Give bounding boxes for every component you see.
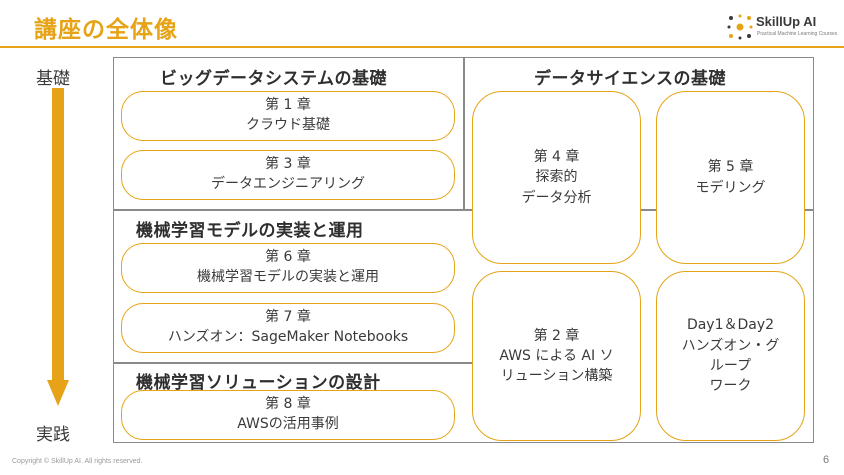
- chapter-2-title-line2: リューション構築: [500, 368, 613, 385]
- chapter-1-title: クラウド基礎: [246, 117, 330, 133]
- chapter-1-number: 第 1 章: [265, 97, 311, 114]
- copyright-text: Copyright © SkillUp AI. All rights reser…: [12, 458, 143, 465]
- chapter-8-card[interactable]: 第 8 章 AWSの活用事例: [121, 390, 455, 440]
- handson-line2: ハンズオン・グ: [681, 337, 780, 354]
- practice-label: 実践: [36, 425, 70, 445]
- chapter-4-title-line1: 探索的: [535, 169, 578, 186]
- handson-line1: Day1＆Day2: [686, 317, 775, 334]
- logo-subtitle: Practical Machine Learning Courses: [757, 31, 838, 37]
- chapter-3-number: 第 3 章: [265, 156, 311, 173]
- chapter-3-title: データエンジニアリング: [211, 176, 365, 192]
- logo-text: SkillUp AI: [756, 14, 817, 29]
- basics-label: 基礎: [36, 69, 70, 89]
- chapter-5-card[interactable]: 第 5 章 モデリング: [656, 91, 805, 264]
- chapter-4-number: 第 4 章: [533, 149, 580, 166]
- chapter-7-card[interactable]: 第 7 章 ハンズオン：SageMaker Notebooks: [121, 303, 455, 353]
- chapter-2-number: 第 2 章: [533, 327, 580, 344]
- page-number: 6: [823, 454, 830, 466]
- section-ml-design-title: 機械学習ソリューションの設計: [136, 373, 381, 393]
- chapter-6-title: 機械学習モデルの実装と運用: [197, 269, 379, 285]
- divider-vertical: [463, 57, 465, 210]
- title-underline: [0, 46, 844, 48]
- chapter-3-card[interactable]: 第 3 章 データエンジニアリング: [121, 150, 455, 200]
- chapter-7-title: ハンズオン：SageMaker Notebooks: [167, 329, 409, 345]
- section-bigdata-title: ビッグデータシステムの基礎: [160, 69, 387, 89]
- section-ml-impl-title: 機械学習モデルの実装と運用: [136, 221, 364, 241]
- chapter-1-card[interactable]: 第 1 章 クラウド基礎: [121, 91, 455, 141]
- logo-dots-icon: [727, 14, 753, 40]
- chapter-7-number: 第 7 章: [265, 309, 311, 326]
- chapter-5-number: 第 5 章: [707, 159, 754, 176]
- chapter-2-card[interactable]: 第 2 章 AWS による AI ソ リューション構築: [472, 271, 641, 441]
- page-title: 講座の全体像: [34, 17, 178, 43]
- chapter-2-title-line1: AWS による AI ソ: [499, 347, 614, 364]
- divider-horizontal-1: [113, 209, 814, 211]
- chapter-8-title: AWSの活用事例: [237, 416, 339, 432]
- handson-line3: ループ: [709, 358, 752, 374]
- chapter-8-number: 第 8 章: [265, 396, 311, 413]
- progress-arrow-icon: [47, 88, 69, 406]
- section-datascience-title: データサイエンスの基礎: [534, 69, 726, 89]
- chapter-4-card[interactable]: 第 4 章 探索的 データ分析: [472, 91, 641, 264]
- divider-horizontal-2: [113, 362, 473, 364]
- chapter-4-title-line2: データ分析: [521, 189, 592, 206]
- handson-line4: ワーク: [709, 378, 752, 395]
- handson-group-work-card[interactable]: Day1＆Day2 ハンズオン・グ ループ ワーク: [656, 271, 805, 441]
- skillup-logo: SkillUp AI Practical Machine Learning Co…: [726, 12, 838, 42]
- chapter-6-card[interactable]: 第 6 章 機械学習モデルの実装と運用: [121, 243, 455, 293]
- chapter-6-number: 第 6 章: [265, 249, 311, 266]
- chapter-5-title: モデリング: [695, 179, 766, 196]
